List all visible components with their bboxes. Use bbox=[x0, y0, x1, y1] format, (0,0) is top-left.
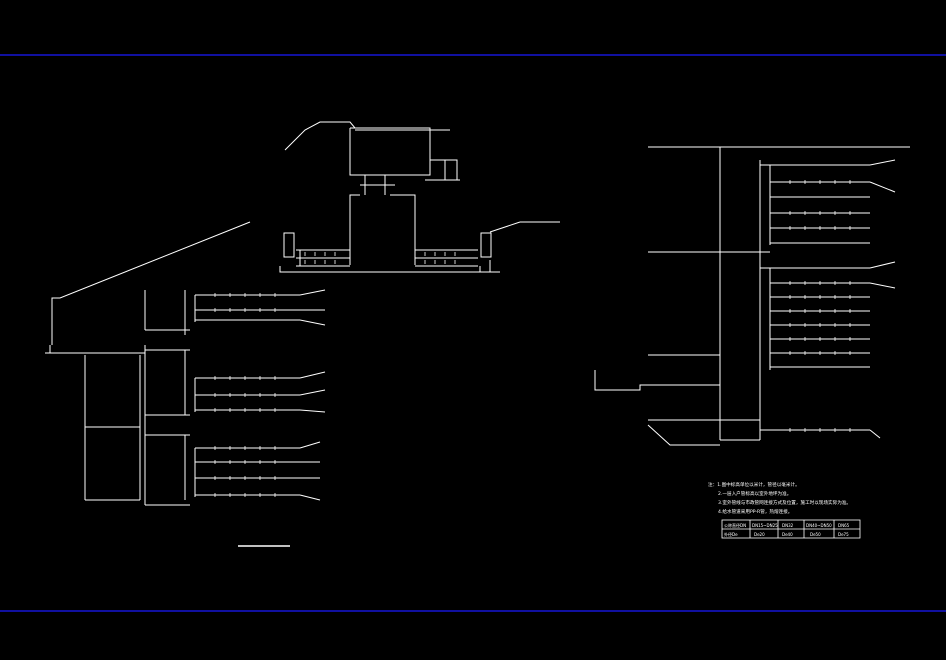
branch-group-a bbox=[184, 289, 326, 335]
table-cell-3: De50 bbox=[810, 532, 821, 537]
table-header-1: DN15~DN25 bbox=[752, 523, 778, 528]
fixture-ticks-right bbox=[789, 180, 851, 432]
design-notes: 注：1.图中标高单位以米计，管径以毫米计。 2.一层入户管标高以室外地坪为准。 … bbox=[708, 481, 851, 515]
fixture-ticks-left bbox=[214, 252, 456, 497]
pipe-size-table: 公称直径DN DN15~DN25 DN32 DN40~DN50 DN65 外径D… bbox=[721, 519, 861, 539]
table-cell-2: De40 bbox=[782, 532, 793, 537]
branch-group-b bbox=[145, 349, 326, 416]
right-branch-lower bbox=[760, 261, 896, 439]
right-branch-upper bbox=[720, 159, 896, 253]
right-heater-assembly bbox=[330, 221, 560, 273]
note-line-3: 3.室外管线与市政管网连接方式及位置，施工时以现场实际为准。 bbox=[718, 499, 851, 506]
note-line-2: 2.一层入户管标高以室外地坪为准。 bbox=[718, 490, 791, 497]
viewport-frame bbox=[0, 54, 946, 612]
right-riser-diagram bbox=[594, 146, 910, 446]
left-riser-diagram bbox=[45, 121, 560, 547]
incoming-supply-line bbox=[45, 221, 251, 354]
table-header-2: DN32 bbox=[782, 523, 794, 528]
table-cell-4: De75 bbox=[838, 532, 849, 537]
note-line-1: 注：1.图中标高单位以米计，管径以毫米计。 bbox=[708, 481, 800, 488]
left-heater-assembly bbox=[279, 232, 350, 273]
main-risers bbox=[84, 290, 190, 505]
branch-group-c bbox=[145, 434, 321, 506]
note-line-4: 4.给水管道采用PP-R管，热熔连接。 bbox=[718, 508, 792, 515]
table-cell-1: De20 bbox=[754, 532, 765, 537]
table-header-3: DN40~DN50 bbox=[806, 523, 832, 528]
top-tank-assembly bbox=[284, 121, 460, 265]
table-cell-0: 外径De bbox=[724, 531, 738, 537]
table-header-0: 公称直径DN bbox=[724, 522, 746, 528]
table-header-4: DN65 bbox=[838, 523, 850, 528]
